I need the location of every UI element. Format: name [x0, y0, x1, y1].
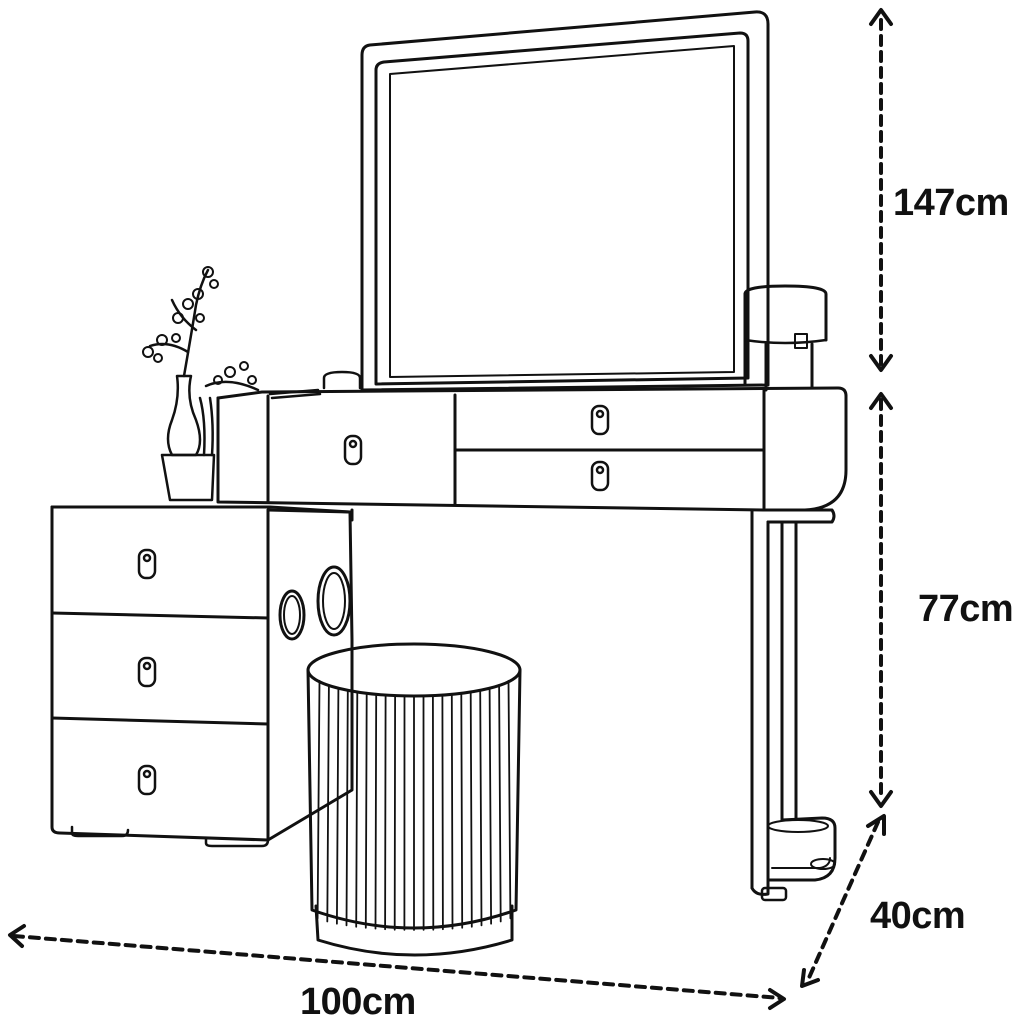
dimension-arrows: [12, 18, 883, 1000]
plant-pot: [160, 453, 216, 502]
stool-stripe: [326, 684, 330, 923]
cabinet-drawer-handles: [137, 548, 157, 796]
desk-underside: [350, 508, 836, 524]
arrowhead-icon: [768, 988, 786, 1010]
total-height-label: 147cm: [893, 182, 1009, 224]
cabinet-side-hole: [316, 565, 352, 637]
mirror-outer-frame: [360, 10, 770, 392]
mirror: [360, 10, 770, 392]
arrowhead-icon: [866, 814, 886, 836]
stool-stripe: [364, 692, 368, 929]
desk-body: [216, 386, 848, 524]
side-cabinet: [50, 505, 354, 848]
striped-stool: [306, 642, 522, 957]
cabinet-side-hole: [278, 589, 306, 641]
desk-drawer-handles: [343, 404, 610, 492]
stool-stripe: [479, 689, 483, 927]
drawer-handle-icon: [590, 404, 610, 436]
depth-label: 40cm: [870, 895, 966, 937]
mirror-glass: [389, 45, 735, 378]
arrowhead-icon: [869, 354, 893, 372]
orchid-plant: [142, 266, 260, 502]
stool-stripe: [460, 692, 464, 929]
stool-stripe: [507, 679, 512, 920]
drawer-handle-icon: [343, 434, 363, 466]
table-height-label: 77cm: [918, 588, 1014, 630]
stool-stripe: [384, 694, 387, 931]
desk-items: [268, 370, 362, 400]
width-arrow-line: [12, 934, 782, 1000]
stool-stripe: [355, 690, 359, 928]
drawer-handle-icon: [137, 656, 157, 688]
stool-stripe: [498, 684, 502, 923]
width-label: 100cm: [300, 981, 416, 1023]
arrowhead-icon: [869, 790, 893, 808]
desk-front: [216, 394, 848, 512]
arrowhead-icon: [8, 924, 26, 948]
stool-stripe: [469, 690, 473, 928]
mirror-inner-frame: [374, 31, 750, 386]
stool-stripe: [335, 686, 340, 925]
stool-base: [314, 904, 514, 957]
cylinder-container: [743, 284, 828, 392]
stool-stripe: [374, 693, 378, 930]
arrowhead-icon: [800, 968, 820, 988]
drawer-handle-icon: [137, 548, 157, 580]
drawer-handle-icon: [137, 764, 157, 796]
dimension-arrowheads: [8, 8, 893, 1010]
drawer-handle-icon: [590, 460, 610, 492]
stool-stripes: [316, 679, 512, 931]
vase: [166, 374, 202, 457]
arrowhead-icon: [869, 8, 893, 26]
arrowhead-icon: [869, 392, 893, 410]
desk-top-surface: [216, 386, 848, 400]
stool-stripe: [345, 689, 349, 927]
stool-stripe: [441, 694, 444, 931]
stool-top: [306, 642, 522, 698]
cabinet-front: [50, 505, 270, 842]
right-leg: [750, 508, 837, 902]
stool-stripe: [488, 686, 493, 925]
cabinet-side: [266, 508, 354, 842]
depth-arrow-line: [806, 820, 880, 982]
stool-stripe: [450, 693, 454, 930]
stool-stripe: [316, 679, 321, 920]
